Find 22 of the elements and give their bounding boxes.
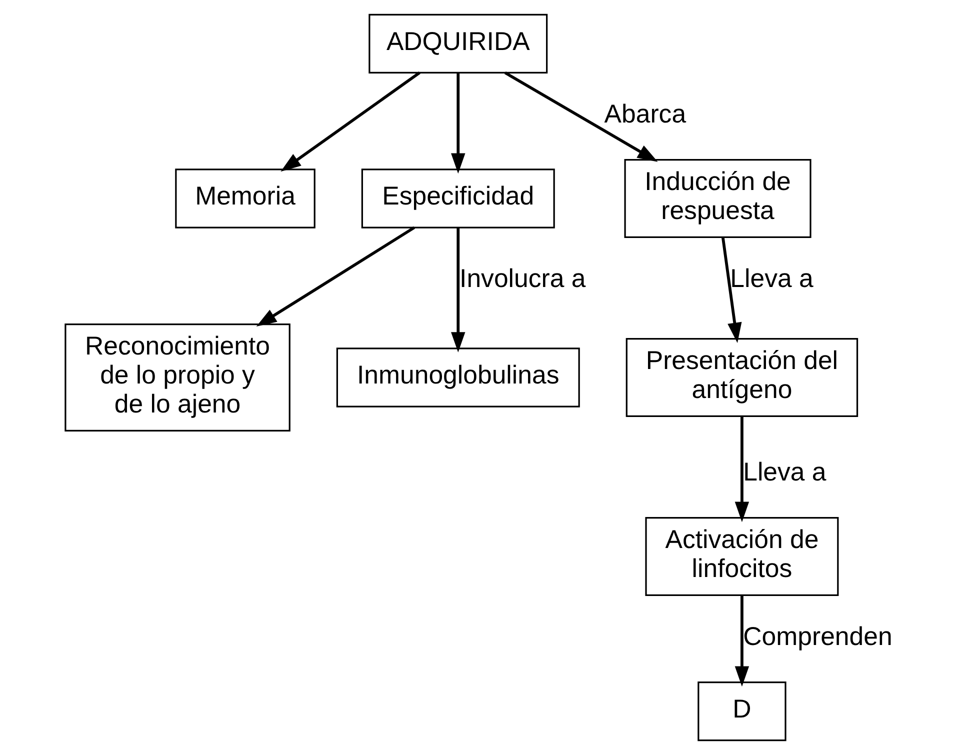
node-box: Activación de linfocitos bbox=[645, 517, 839, 596]
arrow bbox=[504, 71, 658, 162]
arrow bbox=[451, 73, 466, 174]
node-box: Memoria bbox=[175, 168, 316, 228]
arrow bbox=[721, 237, 742, 344]
arrow bbox=[734, 416, 750, 522]
edge-label: Abarca bbox=[604, 100, 686, 128]
edge-label: Comprenden bbox=[743, 622, 892, 651]
node-box: ADQUIRIDA bbox=[368, 14, 548, 74]
arrow bbox=[280, 72, 420, 172]
arrow bbox=[734, 596, 750, 687]
node-box: Inducción de respuesta bbox=[624, 158, 812, 238]
arrow bbox=[256, 226, 416, 327]
edge-label: Lleva a bbox=[743, 458, 826, 486]
arrow bbox=[451, 228, 466, 352]
edge-label: Lleva a bbox=[730, 264, 814, 293]
node-box: Presentación del antígeno bbox=[626, 338, 858, 418]
node-box: Reconocimiento de lo propio y de lo ajeno bbox=[64, 323, 290, 432]
node-box: D bbox=[698, 681, 786, 742]
node-box: Inmunoglobulinas bbox=[336, 348, 580, 408]
edge-label: Involucra a bbox=[460, 264, 586, 293]
node-box: Especificidad bbox=[361, 168, 555, 228]
